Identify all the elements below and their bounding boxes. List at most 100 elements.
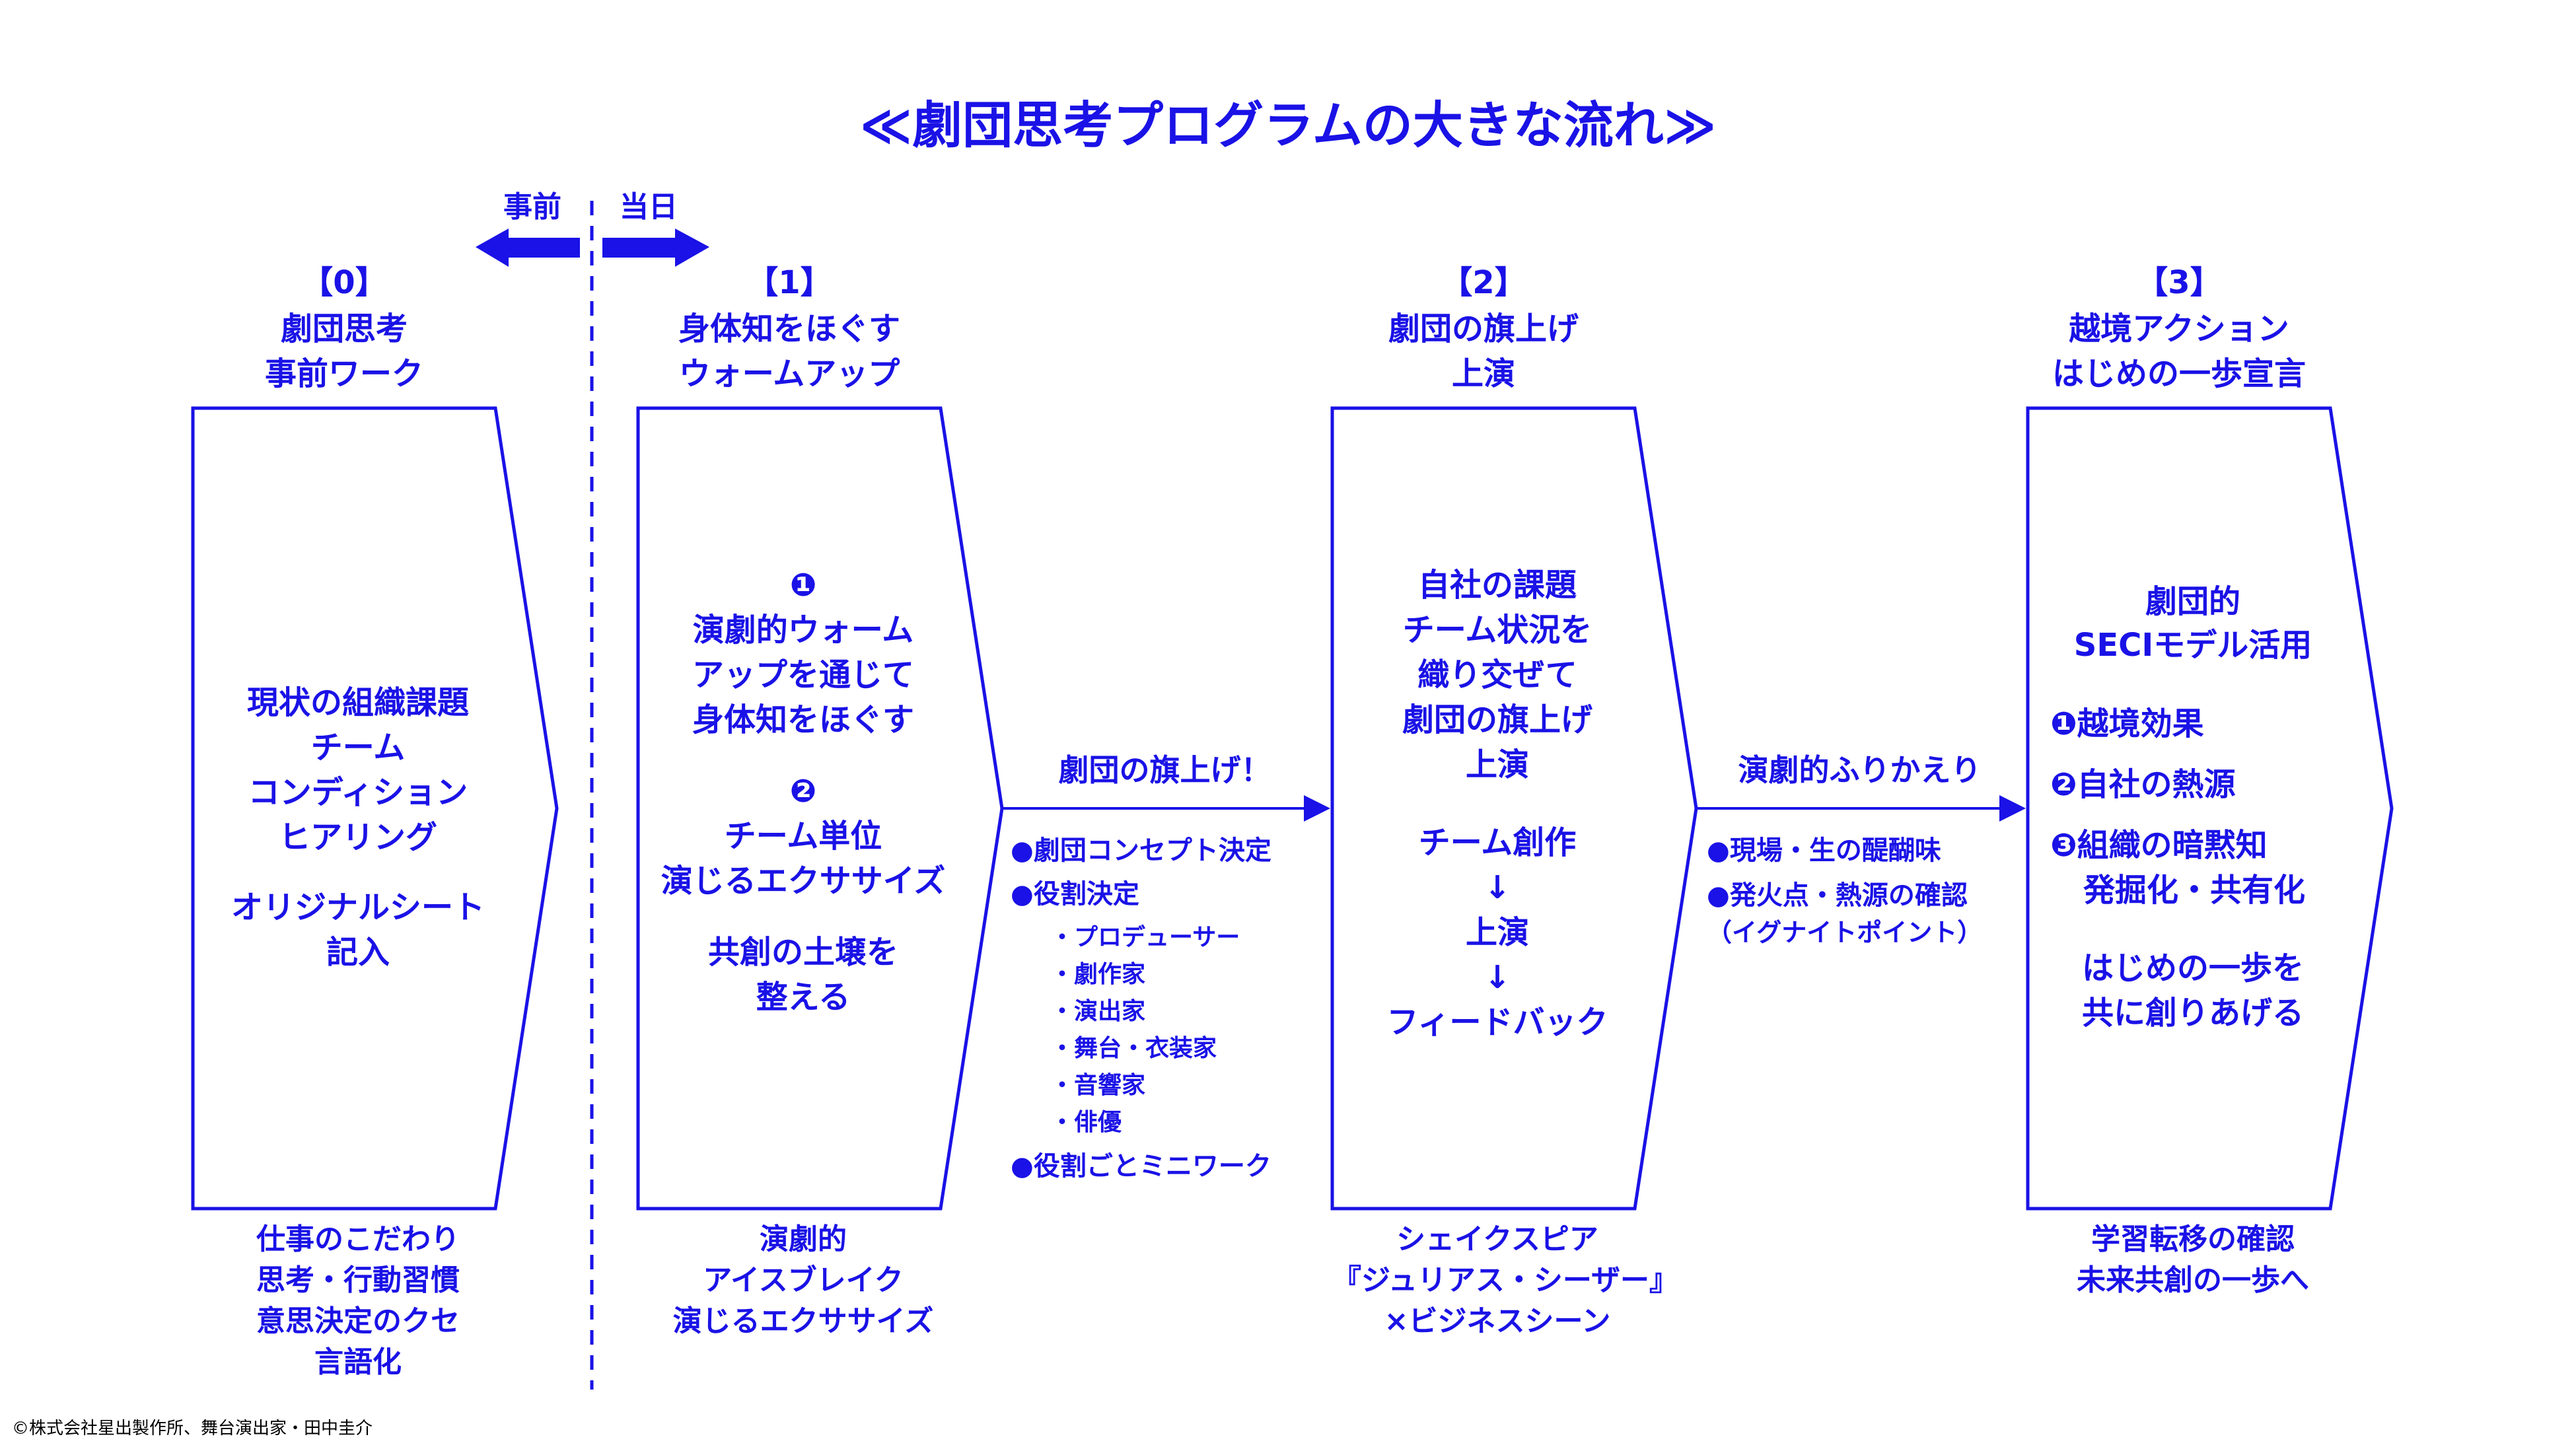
- phase-2-number: 【2】: [1441, 264, 1526, 301]
- phase-0-body-spacer: [193, 860, 523, 885]
- phase-1-body-line: 共創の土壌を: [707, 934, 898, 971]
- down-arrow-icon: ↓: [1484, 959, 1511, 996]
- phase-2-body: 自社の課題 チーム状況を 織り交ぜて 劇団の旗上げ 上演 チーム創作 ↓ 上演 …: [1332, 563, 1663, 1045]
- phase-1-body-line: 演じるエクササイズ: [661, 863, 946, 900]
- phase-0-footer: 仕事のこだわり 思考・行動習慣 意思決定のクセ 言語化: [193, 1219, 523, 1383]
- phase-0-footer-line: 意思決定のクセ: [256, 1304, 460, 1338]
- phase-1-body-line: 整える: [756, 979, 851, 1016]
- phase-2-body-line: チーム創作: [1418, 824, 1577, 861]
- phase-0-title: 劇団思考 事前ワーク: [193, 306, 495, 396]
- phase-2-footer: シェイクスピア 『ジュリアス・シーザー』 ×ビジネスシーン: [1332, 1219, 1679, 1342]
- phase-1-body-line: アップを通じて: [692, 656, 914, 693]
- phase-0-title-line: 事前ワーク: [264, 355, 423, 392]
- phase-2-footer-line: ×ビジネスシーン: [1384, 1304, 1611, 1338]
- phase-3-body-line: 劇団的: [2145, 583, 2240, 620]
- phase-0-title-line: 劇団思考: [280, 310, 408, 347]
- phase-2-body-line: 織り交ぜて: [1417, 656, 1577, 693]
- phase-0-footer-line: 思考・行動習慣: [256, 1263, 460, 1297]
- transition-1-items: ●劇団コンセプト決定 ●役割決定 ・プロデューサー ・劇作家 ・演出家 ・舞台・…: [1011, 832, 1271, 1185]
- phase-1-body-line: ❷: [789, 773, 817, 810]
- phase-2-body-line: チーム状況を: [1402, 612, 1592, 649]
- transition-2-item: ●現場・生の醍醐味: [1707, 835, 1941, 866]
- phase-2-body-line: 劇団の旗上げ: [1402, 701, 1592, 738]
- day-of-arrow: [602, 229, 709, 267]
- day-of-label: 当日: [620, 190, 678, 224]
- transition-2-label: 演劇的ふりかえり: [1738, 752, 1982, 788]
- phase-3-footer-line: 学習転移の確認: [2091, 1222, 2295, 1256]
- transition-2-items: ●現場・生の醍醐味 ●発火点・熱源の確認 （イグナイトポイント）: [1707, 832, 1982, 951]
- phase-2-body-line: 自社の課題: [1417, 567, 1577, 604]
- phase-2-body-line: 上演: [1465, 746, 1529, 783]
- phase-2-footer-line: シェイクスピア: [1396, 1222, 1598, 1256]
- transition-1-subitem: ・舞台・衣装家: [1050, 1035, 1217, 1062]
- transition-2-item: ●発火点・熱源の確認: [1707, 880, 1968, 911]
- phase-1-box: [636, 406, 1004, 1211]
- phase-1-number: 【1】: [746, 264, 832, 301]
- transition-1-item: ●劇団コンセプト決定: [1011, 835, 1271, 866]
- phase-1-body: ❶ 演劇的ウォーム アップを通じて 身体知をほぐす ❷ チーム単位 演じるエクサ…: [638, 563, 968, 1020]
- phase-3-body-top: 劇団的 SECIモデル活用: [2028, 580, 2358, 667]
- phase-3-title-line: 越境アクション: [2069, 310, 2289, 347]
- phase-3-footer: 学習転移の確認 未来共創の一歩へ: [2028, 1219, 2358, 1301]
- phase-3-body-line: ❶越境効果: [2050, 705, 2204, 742]
- phase-0-body-line: オリジナルシート: [231, 889, 485, 926]
- phase-3-body-line: はじめの一歩を: [2081, 950, 2304, 987]
- phase-0-body-line: 現状の組織課題: [246, 684, 469, 721]
- credit: ©株式会社星出製作所、舞台演出家・田中圭介: [12, 1419, 373, 1438]
- phase-1-title-line: 身体知をほぐす: [678, 310, 900, 347]
- phase-1-body-line: チーム単位: [724, 818, 882, 855]
- phase-2-footer-line: 『ジュリアス・シーザー』: [1332, 1263, 1679, 1297]
- transition-1-label: 劇団の旗上げ！: [1058, 752, 1271, 788]
- phase-1-body-spacer: [638, 903, 968, 930]
- phase-2-title-line: 劇団の旗上げ: [1388, 310, 1579, 347]
- phase-2-title: 劇団の旗上げ 上演: [1332, 306, 1635, 396]
- before-label: 事前: [503, 190, 561, 224]
- phase-3-body-line: ❷自社の熱源: [2050, 766, 2236, 803]
- phase-1-body-line: 身体知をほぐす: [692, 701, 914, 738]
- transition-1-subitem: ・劇作家: [1050, 961, 1146, 988]
- phase-3-body-line: SECIモデル活用: [2073, 627, 2312, 664]
- phase-1-footer-line: 演じるエクササイズ: [672, 1304, 934, 1338]
- before-arrow: [476, 229, 580, 267]
- phase-3-title: 越境アクション はじめの一歩宣言: [2028, 306, 2330, 396]
- transition-1-subitem: ・俳優: [1050, 1109, 1122, 1136]
- phase-1-title-line: ウォームアップ: [678, 355, 900, 392]
- phase-3-body-line: 発掘化・共有化: [2083, 872, 2306, 909]
- phase-1-title: 身体知をほぐす ウォームアップ: [638, 306, 941, 396]
- transition-1-subitem: ・プロデューサー: [1050, 924, 1240, 951]
- phase-1-footer-line: 演劇的: [760, 1222, 847, 1256]
- phase-0-body: 現状の組織課題 チーム コンディション ヒアリング オリジナルシート 記入: [193, 680, 523, 975]
- down-arrow-icon: ↓: [1484, 869, 1511, 906]
- phase-2-body-spacer: [1332, 787, 1663, 820]
- phase-0-body-line: ヒアリング: [278, 819, 437, 856]
- page-title: ≪劇団思考プログラムの大きな流れ≫: [859, 96, 1717, 155]
- phase-3-body-line: 共に創りあげる: [2081, 995, 2304, 1032]
- phase-1-body-line: 演劇的ウォーム: [692, 612, 914, 649]
- phase-1-footer-line: アイスブレイク: [703, 1263, 904, 1297]
- phase-1-body-spacer: [638, 742, 968, 769]
- phase-3-body-line: ❸組織の暗黙知: [2050, 827, 2268, 864]
- transition-1-item: ●役割ごとミニワーク: [1011, 1151, 1271, 1182]
- phase-0-body-line: チーム: [310, 729, 406, 766]
- phase-2-title-line: 上演: [1451, 355, 1515, 392]
- phase-0-box: [191, 406, 559, 1211]
- phase-3-box: [2026, 406, 2394, 1211]
- phase-1-body-line: ❶: [789, 567, 817, 604]
- phase-0-body-line: コンディション: [248, 774, 468, 811]
- phase-3-footer-line: 未来共創の一歩へ: [2077, 1263, 2309, 1297]
- phase-2-box: [1330, 406, 1698, 1211]
- transition-2-note: （イグナイトポイント）: [1707, 918, 1983, 947]
- phase-3-number: 【3】: [2136, 264, 2222, 301]
- phase-0-footer-line: 言語化: [314, 1345, 402, 1379]
- transition-1-subitem: ・演出家: [1050, 998, 1146, 1025]
- phase-0-body-line: 記入: [326, 934, 390, 971]
- phase-1-footer: 演劇的 アイスブレイク 演じるエクササイズ: [638, 1219, 968, 1342]
- transition-1-item: ●役割決定: [1011, 879, 1139, 909]
- transition-1-subitem: ・音響家: [1050, 1072, 1146, 1099]
- phase-0-footer-line: 仕事のこだわり: [256, 1222, 460, 1256]
- phase-2-body-line: 上演: [1465, 914, 1529, 951]
- phase-3-title-line: はじめの一歩宣言: [2052, 355, 2306, 392]
- phase-0-number: 【0】: [301, 264, 387, 301]
